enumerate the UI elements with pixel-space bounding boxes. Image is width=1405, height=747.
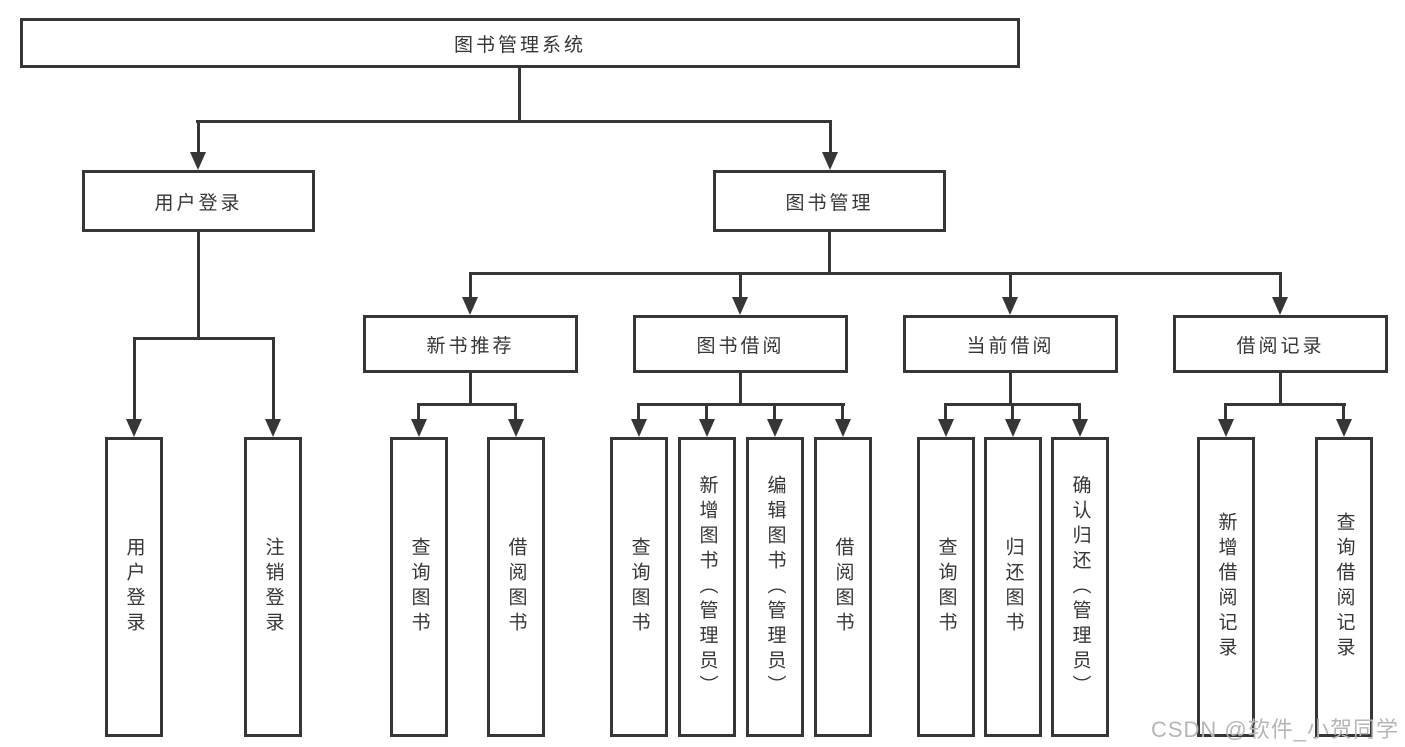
node-book-borrowing: 图书借阅 xyxy=(633,315,848,373)
arrowhead-to-confirm-return-admin xyxy=(1072,419,1088,437)
arrowhead-to-book-borrowing xyxy=(732,297,748,315)
node-borrowing-records: 借阅记录 xyxy=(1173,315,1388,373)
leaf-return-books: 归还图书 xyxy=(984,437,1042,737)
connector-book-borrowing-drop-3 xyxy=(773,403,776,421)
leaf-confirm-return-admin: 确认归还（管理员） xyxy=(1051,437,1109,737)
connector-borrowing-records-drop-2 xyxy=(1342,403,1345,421)
connector-drop-new-book xyxy=(469,272,472,299)
leaf-query-books-current: 查询图书 xyxy=(917,437,975,737)
connector-user-login-rail xyxy=(133,337,275,340)
leaf-edit-books-admin: 编辑图书（管理员） xyxy=(746,437,804,737)
arrowhead-to-add-borrow-record xyxy=(1218,419,1234,437)
arrowhead-to-leaf-user-login xyxy=(126,419,142,437)
arrowhead-to-new-book-recommendation xyxy=(462,297,478,315)
connector-new-book-stem xyxy=(469,373,472,403)
arrowhead-to-user-login xyxy=(190,152,206,170)
arrowhead-to-book-management xyxy=(822,152,838,170)
connector-current-borrowing-stem xyxy=(1009,373,1012,403)
connector-new-book-drop-2 xyxy=(514,403,517,421)
connector-new-book-drop-1 xyxy=(417,403,420,421)
connector-book-borrowing-rail xyxy=(637,403,845,406)
connector-drop-borrowing-records xyxy=(1279,272,1282,299)
connector-root-drop-right xyxy=(829,120,832,154)
leaf-borrow-books: 借阅图书 xyxy=(814,437,872,737)
arrowhead-to-borrow-books-2 xyxy=(835,419,851,437)
connector-borrowing-records-drop-1 xyxy=(1224,403,1227,421)
connector-drop-book-borrowing xyxy=(739,272,742,299)
connector-current-borrowing-drop-3 xyxy=(1078,403,1081,421)
arrowhead-to-borrow-books-1 xyxy=(508,419,524,437)
connector-book-borrowing-drop-2 xyxy=(705,403,708,421)
node-current-borrowing: 当前借阅 xyxy=(903,315,1118,373)
node-library-management-system: 图书管理系统 xyxy=(20,18,1020,68)
arrowhead-to-current-borrowing xyxy=(1002,297,1018,315)
arrowhead-to-query-books-2 xyxy=(631,419,647,437)
connector-book-borrowing-drop-4 xyxy=(841,403,844,421)
connector-borrowing-records-stem xyxy=(1279,373,1282,403)
arrowhead-to-edit-books-admin xyxy=(767,419,783,437)
connector-drop-current-borrowing xyxy=(1009,272,1012,299)
connector-current-borrowing-drop-2 xyxy=(1011,403,1014,421)
connector-book-management-rail xyxy=(469,272,1282,275)
leaf-user-login: 用户登录 xyxy=(105,437,163,737)
leaf-query-books-borrowing: 查询图书 xyxy=(610,437,668,737)
connector-user-login-stem xyxy=(197,232,200,337)
connector-book-borrowing-stem xyxy=(739,373,742,403)
leaf-add-borrow-record: 新增借阅记录 xyxy=(1197,437,1255,737)
connector-root-stem xyxy=(518,68,521,120)
node-book-management: 图书管理 xyxy=(713,170,946,232)
csdn-watermark: CSDN @软件_小贺同学 xyxy=(1150,717,1399,742)
arrowhead-to-add-books-admin xyxy=(699,419,715,437)
node-new-book-recommendation: 新书推荐 xyxy=(363,315,578,373)
connector-user-login-drop-1 xyxy=(133,337,136,421)
connector-new-book-rail xyxy=(417,403,517,406)
leaf-logout: 注销登录 xyxy=(244,437,302,737)
connector-borrowing-records-rail xyxy=(1224,403,1346,406)
connector-current-borrowing-drop-1 xyxy=(944,403,947,421)
arrowhead-to-query-books-3 xyxy=(938,419,954,437)
arrowhead-to-leaf-logout xyxy=(265,419,281,437)
leaf-add-books-admin: 新增图书（管理员） xyxy=(678,437,736,737)
arrowhead-to-borrowing-records xyxy=(1272,297,1288,315)
connector-root-drop-left xyxy=(197,120,200,154)
connector-book-management-stem xyxy=(828,232,831,272)
node-user-login: 用户登录 xyxy=(82,170,315,232)
arrowhead-to-query-borrow-record xyxy=(1336,419,1352,437)
leaf-query-borrow-record: 查询借阅记录 xyxy=(1315,437,1373,737)
connector-root-rail xyxy=(196,120,832,123)
connector-user-login-drop-2 xyxy=(272,337,275,421)
leaf-query-books-recommend: 查询图书 xyxy=(390,437,448,737)
connector-book-borrowing-drop-1 xyxy=(637,403,640,421)
arrowhead-to-query-books-1 xyxy=(411,419,427,437)
arrowhead-to-return-books xyxy=(1005,419,1021,437)
leaf-borrow-books-recommend: 借阅图书 xyxy=(487,437,545,737)
